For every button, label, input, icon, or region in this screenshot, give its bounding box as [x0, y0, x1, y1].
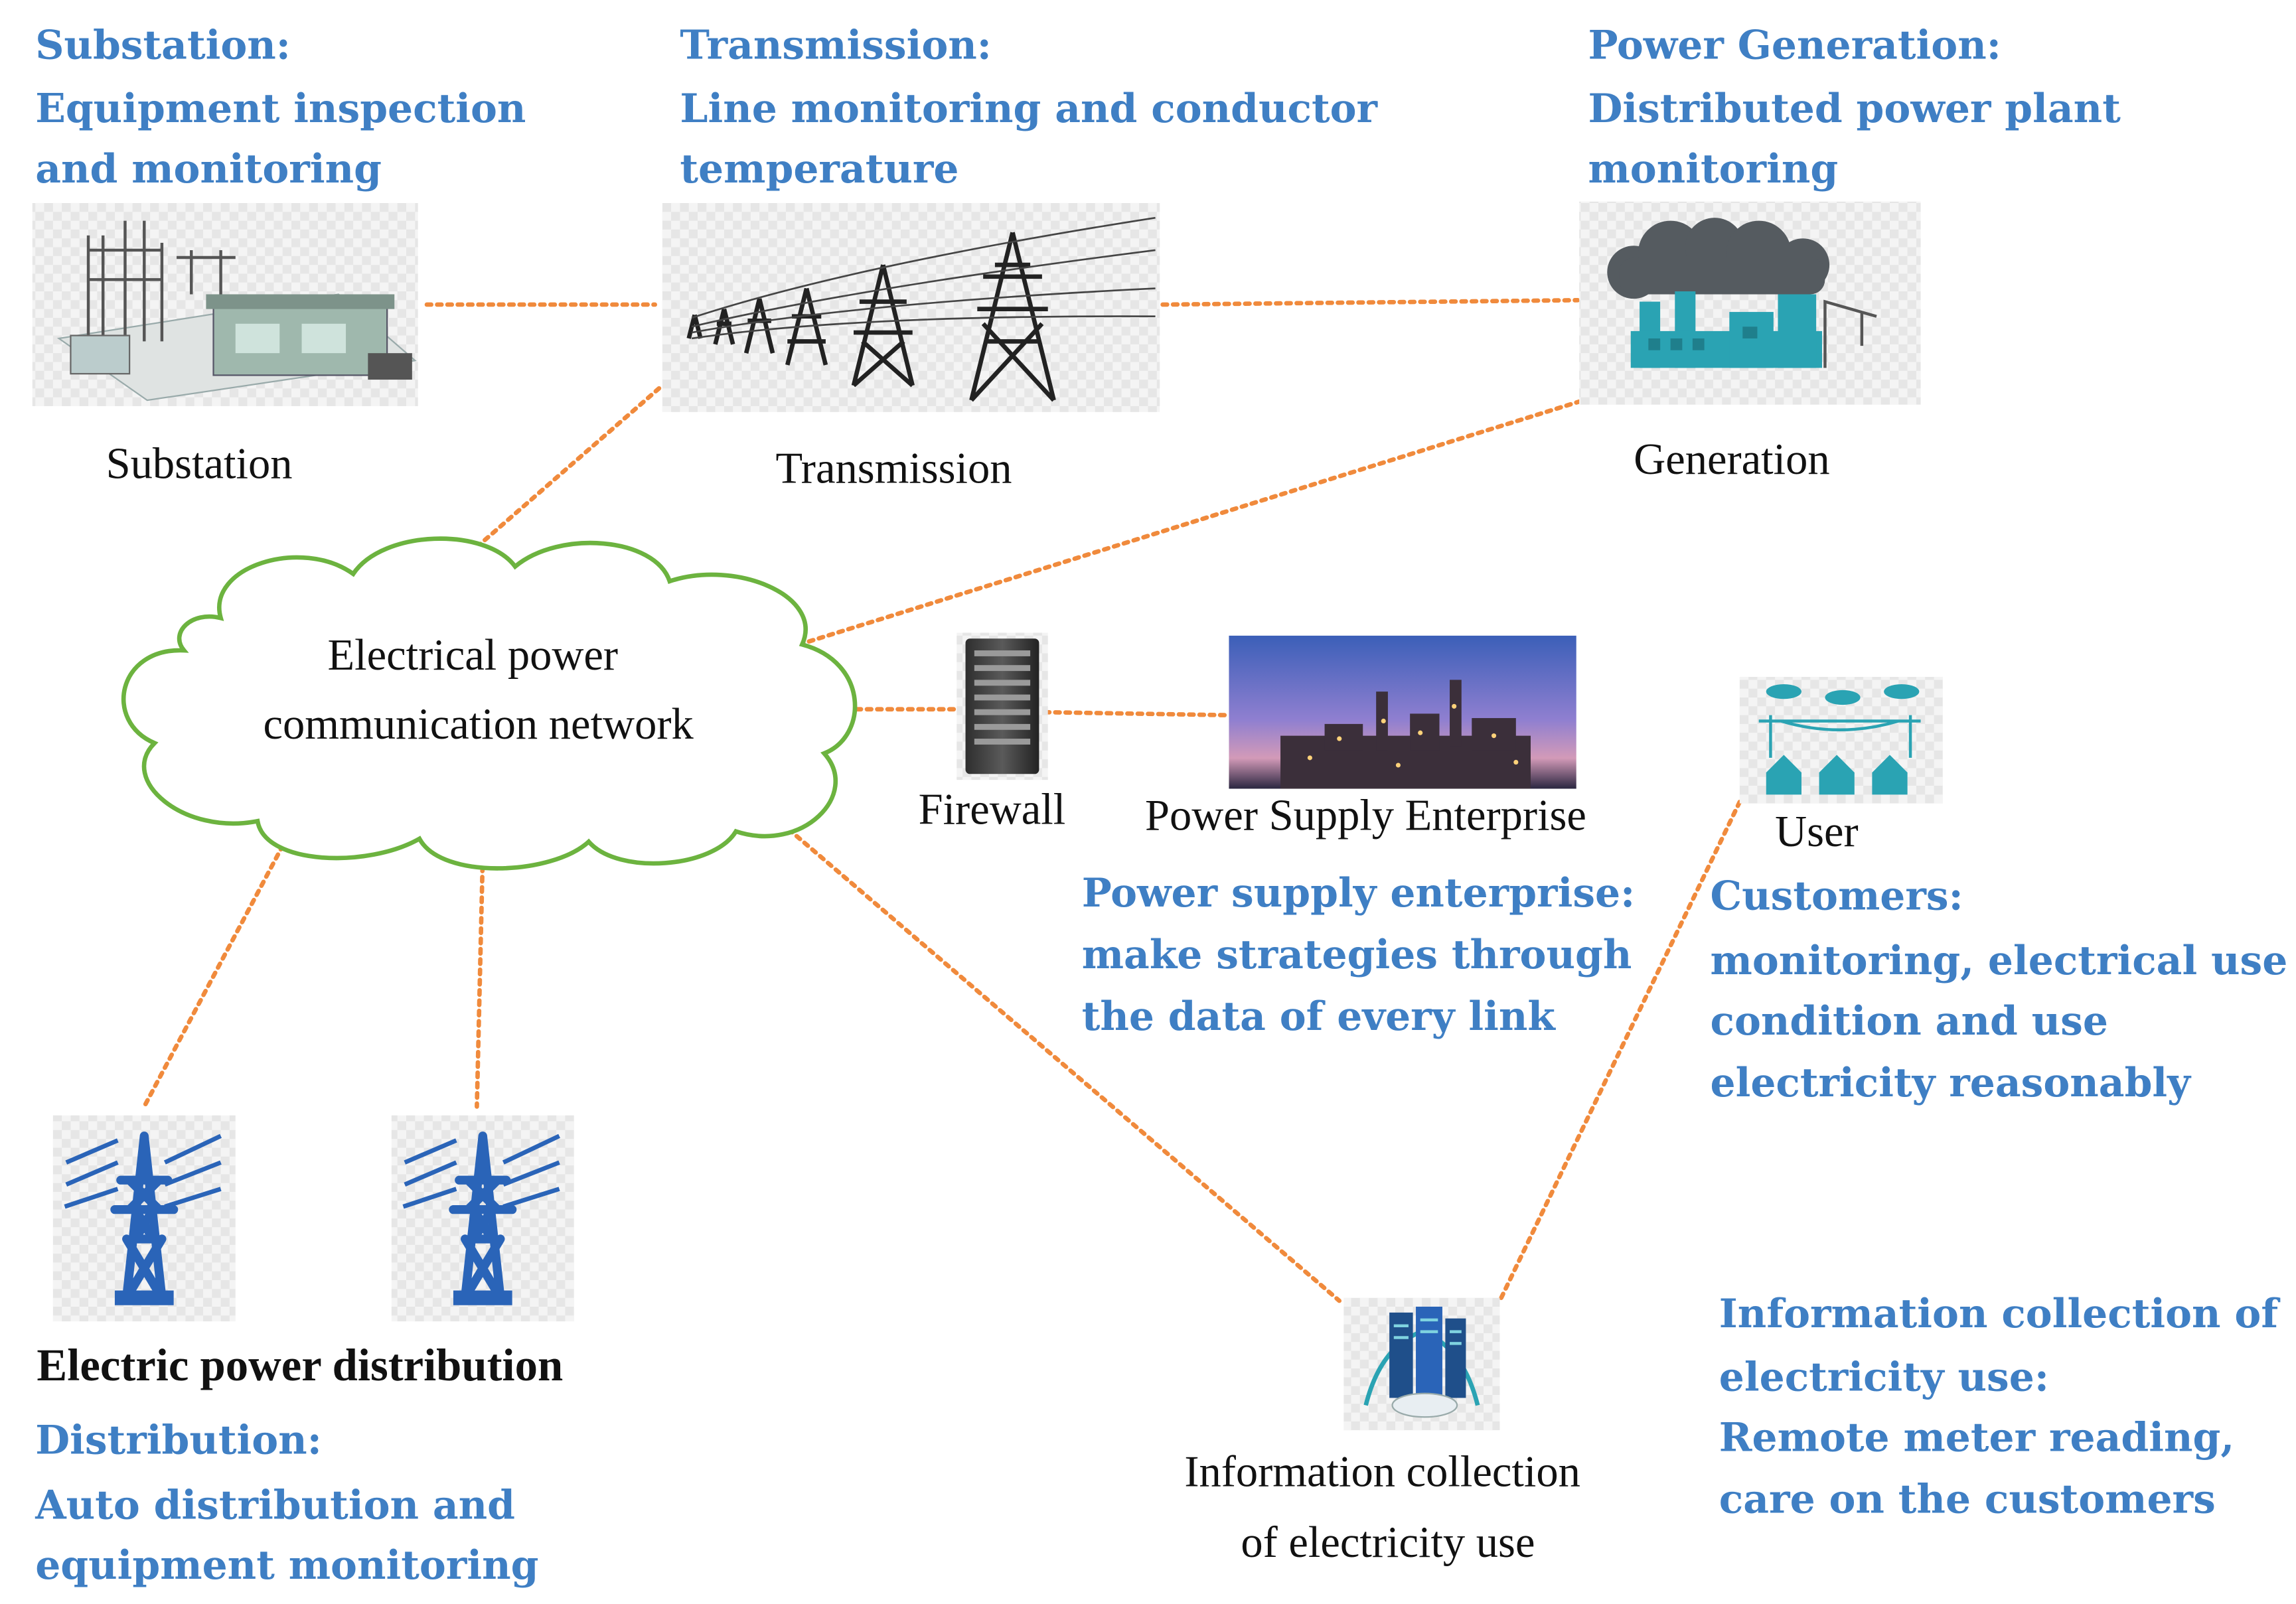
link-collection-user [1499, 800, 1742, 1300]
distribution-node: Electric power distribution Distribution… [35, 1115, 574, 1589]
user-node: User Customers: monitoring, electrical u… [1711, 676, 2296, 1106]
power-plant-icon [1579, 201, 1921, 405]
link-firewall-enterprise [1042, 709, 1227, 717]
link-network-distribution-2 [475, 854, 485, 1109]
substation-node: Substation: Equipment inspection and mon… [32, 23, 540, 488]
transmission-caption: Transmission [776, 444, 1012, 492]
distribution-tower-icon [52, 1115, 236, 1322]
substation-desc: Substation: Equipment inspection and mon… [35, 23, 540, 192]
collection-desc: Information collection of electricity us… [1719, 1291, 2292, 1522]
enterprise-desc: Power supply enterprise: make strategies… [1082, 870, 1649, 1040]
distribution-tower-icon [391, 1115, 574, 1322]
substation-image [32, 202, 418, 406]
connection-lines [141, 298, 1742, 1303]
data-center-icon [1343, 1297, 1500, 1431]
cloud-shape [121, 536, 858, 871]
link-network-transmission [443, 383, 665, 577]
transmission-towers-image [662, 202, 1160, 412]
network-node: Electrical power communication network [121, 536, 858, 871]
distribution-desc: Distribution: Auto distribution and equi… [35, 1418, 538, 1589]
generation-node: Power Generation: Distributed power plan… [1579, 23, 2134, 484]
enterprise-photo [1229, 635, 1576, 789]
user-caption: User [1775, 808, 1859, 856]
substation-caption: Substation [106, 440, 293, 488]
link-network-collection [763, 807, 1342, 1303]
firewall-node: Firewall [919, 632, 1066, 834]
collection-caption: Information collection of electricity us… [1184, 1447, 1591, 1566]
link-transmission-generation [1160, 298, 1580, 307]
enterprise-caption: Power Supply Enterprise [1145, 792, 1586, 840]
link-network-generation [797, 398, 1586, 647]
user-desc: Customers: monitoring, electrical use co… [1711, 873, 2296, 1106]
generation-desc: Power Generation: Distributed power plan… [1588, 23, 2134, 192]
link-network-distribution-1 [141, 816, 300, 1109]
generation-caption: Generation [1634, 435, 1829, 484]
server-rack-icon [957, 632, 1048, 780]
network-caption: Electrical power communication network [264, 631, 694, 749]
transmission-node: Transmission: Line monitoring and conduc… [662, 23, 1391, 492]
transmission-desc: Transmission: Line monitoring and conduc… [680, 23, 1391, 192]
houses-icon [1739, 676, 1943, 804]
collection-node: Information collection of electricity us… [1184, 1291, 2292, 1567]
enterprise-node: Power Supply Enterprise Power supply ent… [1082, 635, 1649, 1040]
firewall-caption: Firewall [919, 786, 1066, 834]
distribution-caption: Electric power distribution [37, 1340, 563, 1390]
